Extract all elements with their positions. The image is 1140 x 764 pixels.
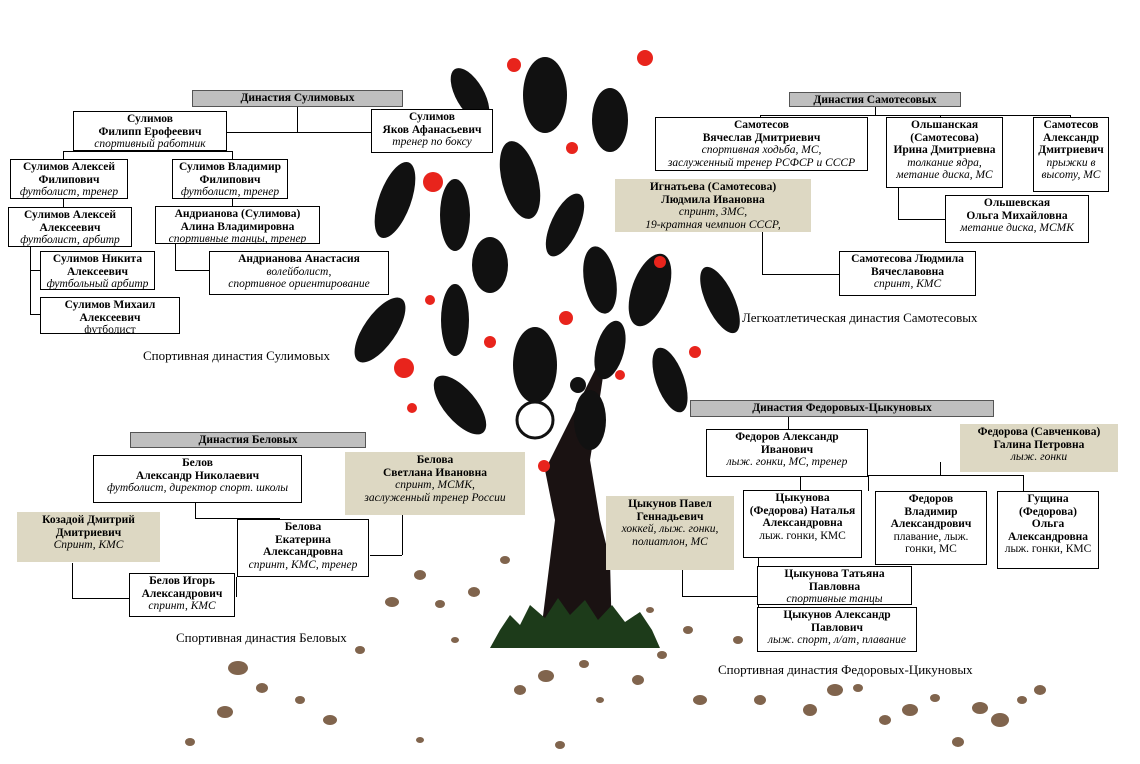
person-card: Федоров Владимир Александрович плавание,… xyxy=(875,491,987,565)
caption-samotesov: Легкоатлетическая династия Самотесовых xyxy=(742,310,978,325)
caption-belov: Спортивная династия Беловых xyxy=(176,630,347,645)
person-name: Белов Александр Николаевич xyxy=(135,457,260,482)
person-card: Сулимов Алексей Филипович футболист, тре… xyxy=(10,159,128,199)
person-name: Козадой Дмитрий Дмитриевич xyxy=(42,514,135,539)
person-role: спортивные танцы xyxy=(786,593,883,605)
person-name: Цыкунова (Федорова) Наталья Александровн… xyxy=(749,492,856,529)
person-role: Спринт, КМС xyxy=(53,539,124,551)
caption-sulimov: Спортивная династия Сулимовых xyxy=(143,348,330,363)
person-card: Федорова (Савченкова) Галина Петровна лы… xyxy=(960,424,1118,472)
person-role: футболист, тренер xyxy=(19,186,119,198)
person-name: Сулимов Владимир Филипович xyxy=(179,161,281,186)
person-name: Сулимов Михаил Алексеевич xyxy=(64,299,156,324)
person-name: Игнатьева (Самотесова) Людмила Ивановна xyxy=(649,181,777,206)
person-card: Андрианова (Сулимова) Алина Владимировна… xyxy=(155,206,320,244)
person-card: Ольшанская (Самотесова) Ирина Дмитриевна… xyxy=(886,117,1003,188)
person-role: волейболист, спортивное ориентирование xyxy=(228,265,370,291)
person-card: Сулимов Яков Афанасьевич тренер по боксу xyxy=(371,109,493,153)
person-name: Сулимов Никита Алексеевич xyxy=(52,253,143,278)
person-role: спринт, МСМК, заслуженный тренер России xyxy=(364,479,506,504)
dirt-particles xyxy=(185,556,1046,749)
person-role: лыж. гонки, МС, тренер xyxy=(726,456,848,468)
person-name: Сулимов Алексей Алексеевич xyxy=(24,209,116,234)
header-fedorov: Династия Федоровых-Цыкуновых xyxy=(690,400,994,417)
person-name: Гущина (Федорова) Ольга Александровна xyxy=(1007,493,1089,543)
person-name: Ольшевская Ольга Михайловна xyxy=(966,197,1068,222)
person-role: футболист, тренер xyxy=(180,186,280,198)
grass xyxy=(490,598,660,648)
person-role: лыж. спорт, л/ат, плавание xyxy=(768,634,906,646)
person-name: Федоров Владимир Александрович xyxy=(890,493,972,530)
athlete-silhouettes xyxy=(354,57,740,450)
person-card: Цыкунова (Федорова) Наталья Александровн… xyxy=(743,490,862,558)
person-role: лыж. гонки, КМС xyxy=(1004,543,1092,555)
person-name: Самотесова Людмила Вячеславовна xyxy=(851,253,964,278)
person-card: Федоров Александр Иванович лыж. гонки, М… xyxy=(706,429,868,477)
person-role: спортивная ходьба, МС, заслуженный трене… xyxy=(667,144,856,169)
person-card: Сулимов Михаил Алексеевич футболист xyxy=(40,297,180,334)
person-card: Белова Светлана Ивановна спринт, МСМК, з… xyxy=(345,452,525,515)
person-role: хоккей, лыж. гонки, полиатлон, МС xyxy=(621,523,719,548)
header-sulimov: Династия Сулимовых xyxy=(192,90,403,107)
person-card: Самотесов Александр Дмитриевич прыжки в … xyxy=(1033,117,1109,192)
person-role: тренер по боксу xyxy=(392,136,472,148)
person-role: спортивные танцы, тренер xyxy=(168,233,307,244)
person-card: Белова Екатерина Александровна спринт, К… xyxy=(237,519,369,577)
person-card: Сулимов Филипп Ерофеевич спортивный рабо… xyxy=(73,111,227,151)
person-role: плавание, лыж. гонки, МС xyxy=(893,530,969,556)
person-card: Андрианова Анастасия волейболист, спорти… xyxy=(209,251,389,295)
person-card: Сулимов Никита Алексеевич футбольный арб… xyxy=(40,251,155,290)
person-card: Цыкунов Павел Геннадьевич хоккей, лыж. г… xyxy=(606,496,734,570)
person-card: Ольшевская Ольга Михайловна метание диск… xyxy=(945,195,1089,243)
person-card: Цыкунова Татьяна Павловна спортивные тан… xyxy=(757,566,912,605)
person-role: спринт, КМС xyxy=(148,600,216,612)
person-name: Цыкунов Александр Павлович xyxy=(783,609,891,634)
person-role: прыжки в высоту, МС xyxy=(1041,156,1101,182)
person-card: Самотесова Людмила Вячеславовна спринт, … xyxy=(839,251,976,296)
person-card: Самотесов Вячеслав Дмитриевич спортивная… xyxy=(655,117,868,171)
person-role: толкание ядра, метание диска, МС xyxy=(896,156,993,182)
person-card: Козадой Дмитрий Дмитриевич Спринт, КМС xyxy=(17,512,160,562)
header-samotesov: Династия Самотесовых xyxy=(789,92,961,107)
person-name: Цыкунов Павел Геннадьевич xyxy=(628,498,712,523)
person-role: метание диска, МСМК xyxy=(960,222,1074,234)
person-card: Игнатьева (Самотесова) Людмила Ивановна … xyxy=(615,179,811,232)
person-role: спортивный работник xyxy=(94,138,206,150)
person-card: Цыкунов Александр Павлович лыж. спорт, л… xyxy=(757,607,917,652)
person-name: Федоров Александр Иванович xyxy=(735,431,839,456)
person-name: Белова Екатерина Александровна xyxy=(262,521,344,558)
person-card: Сулимов Владимир Филипович футболист, тр… xyxy=(172,159,288,199)
person-name: Ольшанская (Самотесова) Ирина Дмитриевна xyxy=(893,119,996,156)
person-card: Белов Игорь Александрович спринт, КМС xyxy=(129,573,235,617)
person-role: спринт, КМС xyxy=(873,278,942,290)
person-name: Белова Светлана Ивановна xyxy=(382,454,488,479)
person-name: Сулимов Яков Афанасьевич xyxy=(382,111,482,136)
caption-fedorov: Спортивная династия Федоровых-Цикуновых xyxy=(718,662,973,677)
person-card: Белов Александр Николаевич футболист, ди… xyxy=(93,455,302,503)
person-role: спринт, КМС, тренер xyxy=(248,558,358,571)
person-role: футболист, арбитр xyxy=(20,234,120,246)
person-name: Белов Игорь Александрович xyxy=(141,575,223,600)
person-role: лыж. гонки, КМС xyxy=(759,529,846,542)
person-name: Сулимов Филипп Ерофеевич xyxy=(98,113,202,138)
person-card: Гущина (Федорова) Ольга Александровна лы… xyxy=(997,491,1099,569)
red-leaves xyxy=(394,50,701,472)
header-belov: Династия Беловых xyxy=(130,432,366,448)
person-role: футболист xyxy=(84,324,136,334)
person-name: Андрианова (Сулимова) Алина Владимировна xyxy=(174,208,301,233)
person-role: футболист, директор спорт. школы xyxy=(106,482,289,494)
person-name: Федорова (Савченкова) Галина Петровна xyxy=(977,426,1101,451)
person-name: Андрианова Анастасия xyxy=(238,253,360,265)
person-name: Сулимов Алексей Филипович xyxy=(23,161,115,186)
person-role: лыж. гонки xyxy=(1010,451,1068,463)
person-role: футбольный арбитр xyxy=(46,278,149,290)
person-card: Сулимов Алексей Алексеевич футболист, ар… xyxy=(8,207,132,247)
person-name: Самотесов Александр Дмитриевич xyxy=(1038,119,1104,156)
person-name: Самотесов Вячеслав Дмитриевич xyxy=(702,119,821,144)
person-role: спринт, ЗМС, 19-кратная чемпион СССР, бр… xyxy=(645,206,781,231)
person-name: Цыкунова Татьяна Павловна xyxy=(784,568,885,593)
